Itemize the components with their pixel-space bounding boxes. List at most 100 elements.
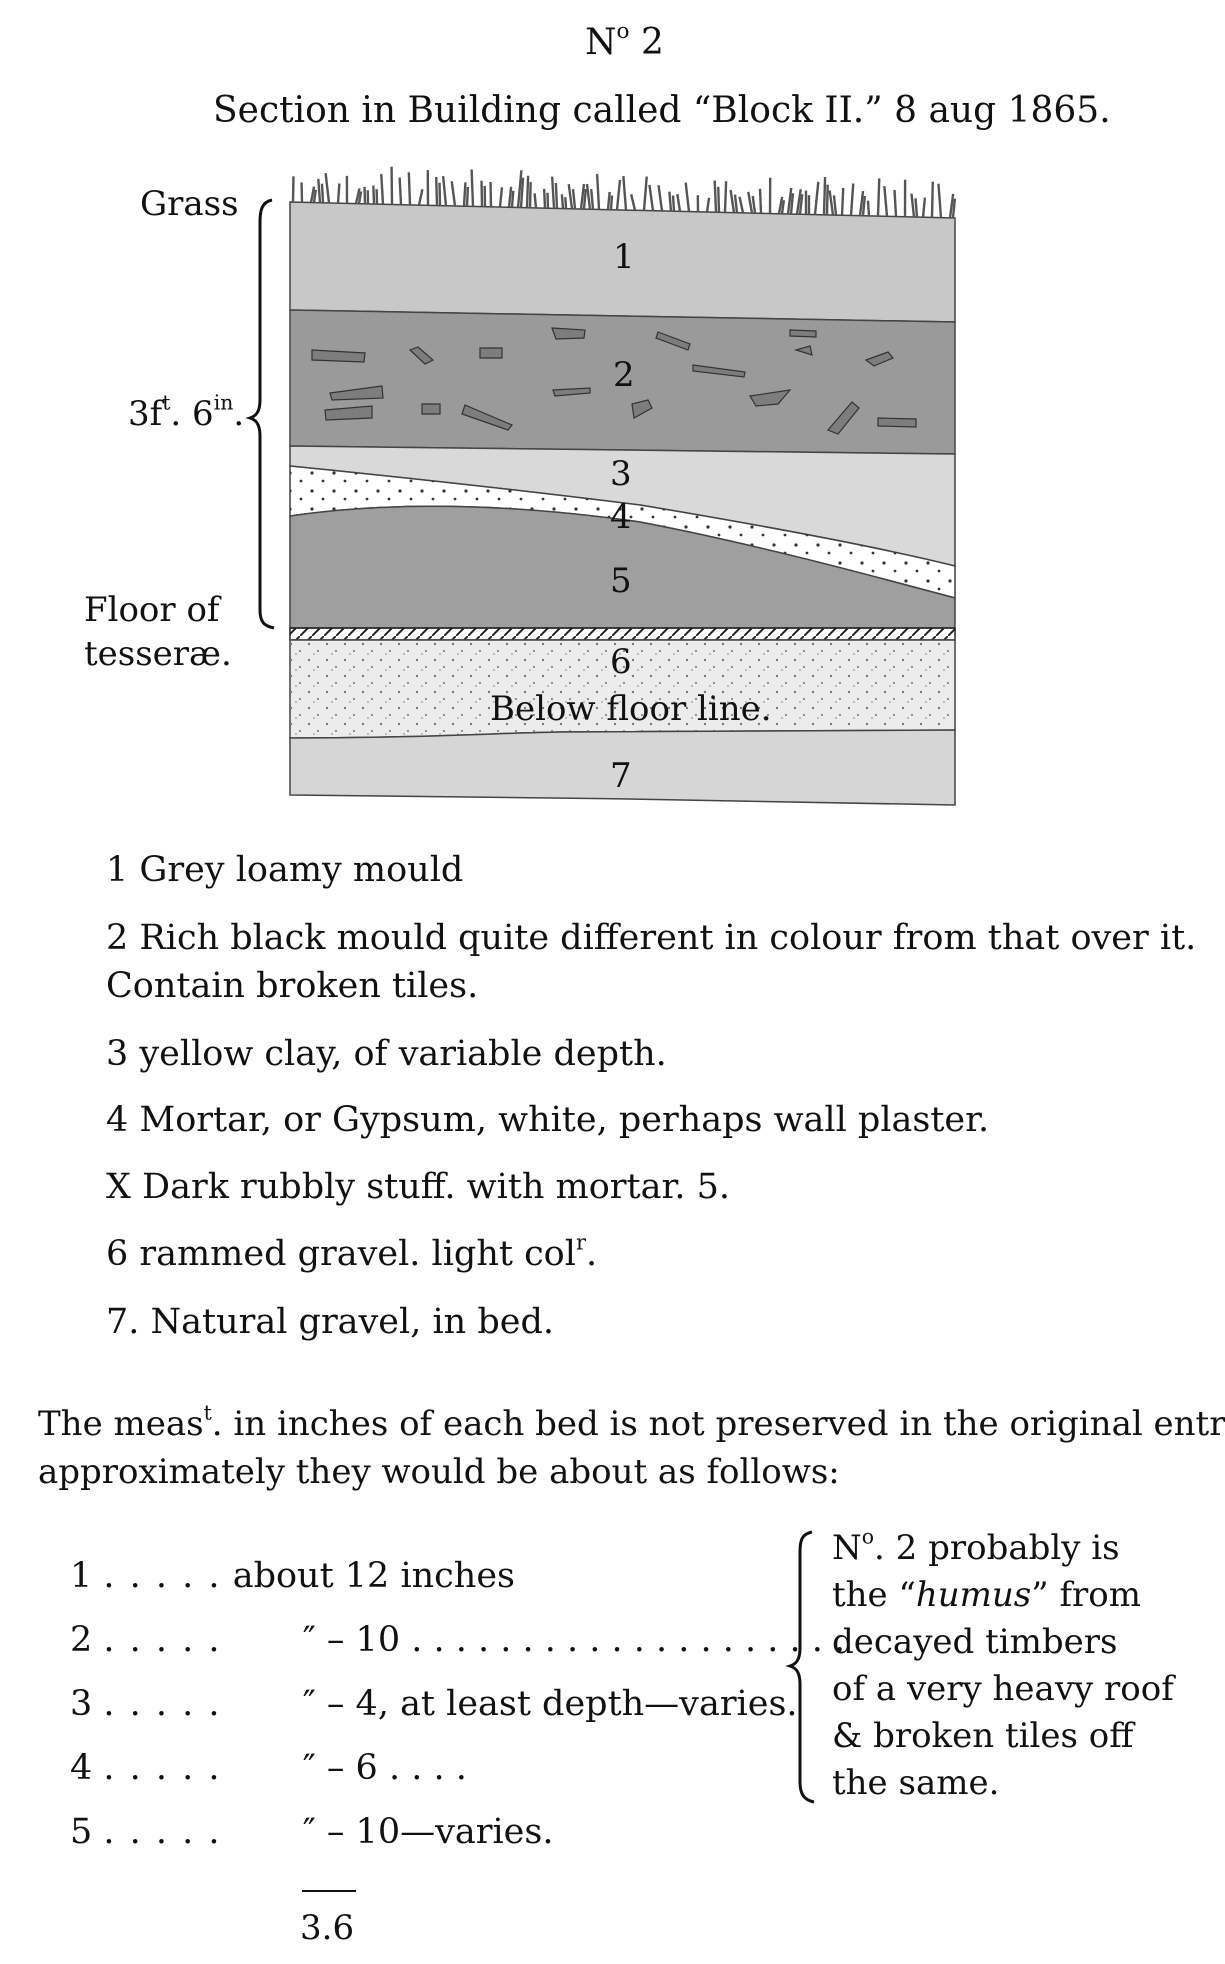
grass-blade [546, 192, 550, 209]
layer-4-dots [290, 466, 955, 598]
side-note-1b: 2 probably is [884, 1528, 1120, 1568]
grass-blade [622, 176, 628, 211]
grass-blade [642, 176, 648, 211]
grass-blade [676, 193, 682, 212]
grass-blade [441, 175, 448, 206]
depth-ft-sup: t [162, 390, 171, 415]
grass-blade [910, 193, 916, 218]
layer-number-7: 7 [610, 756, 632, 796]
grass-blade [733, 194, 739, 213]
depth-in-sup: in [213, 390, 234, 415]
page-title: Section in Building called “Block II.” 8… [213, 90, 1111, 131]
meas-text: – 6 . . . . [326, 1748, 467, 1788]
grass-blade [738, 196, 745, 214]
note-line-1b: in inches of each bed is not preserved i… [222, 1404, 1225, 1444]
tile [311, 349, 366, 363]
grass-blade [705, 197, 711, 213]
grass-blade [435, 177, 439, 206]
grass-blade [914, 198, 919, 218]
grass-blade [780, 200, 786, 214]
measurement-row-1: 1 . . . . . about 12 inches [70, 1556, 515, 1596]
side-note-line-5: & broken tiles off [832, 1716, 1134, 1756]
meas-num: 1 [70, 1556, 93, 1596]
meas-num: 2 [70, 1620, 93, 1660]
section-diagram: 1 2 3 4 5 6 7 [245, 166, 957, 806]
meas-num: 4 [70, 1748, 93, 1788]
layer-7-fill [289, 729, 956, 806]
side-note-1-sup: o [861, 1524, 875, 1549]
side-note-bracket [785, 1530, 815, 1804]
grass-blade [354, 188, 361, 204]
meas-ditto: ″ [302, 1684, 316, 1724]
grass-blade [528, 182, 532, 208]
below-floor-label: Below floor line. [490, 689, 772, 729]
measurement-row-5: 5 . . . . . ″ – 10—varies. [70, 1812, 553, 1852]
grass-label: Grass [140, 184, 239, 224]
grass-blade [758, 188, 763, 214]
tile [793, 345, 813, 356]
grass-blade [876, 178, 881, 217]
grass-blade [668, 191, 673, 212]
layer-6-dots [290, 640, 955, 738]
broken-tiles [311, 327, 917, 435]
grass-blade [786, 187, 793, 215]
depth-label: 3ft. 6in. [128, 390, 245, 434]
grass-blade [462, 182, 467, 207]
tile [877, 417, 917, 428]
legend-item-6-text: 6 rammed gravel. light col [106, 1234, 576, 1274]
tile [552, 387, 591, 397]
side-note-line-2: the “humus” from [832, 1575, 1141, 1615]
legend-item-2b: Contain broken tiles. [106, 966, 479, 1006]
meas-dots: . . . . . [103, 1684, 222, 1724]
grass-blade [450, 181, 457, 207]
note-line-1: The meast. in inches of each bed is not … [38, 1403, 1225, 1444]
depth-in: 6 [192, 394, 214, 434]
tile [864, 351, 894, 367]
meas-text: – 4, at least depth—varies. [326, 1684, 798, 1724]
grass-blade [567, 184, 574, 209]
grass-blade [840, 187, 845, 216]
meas-ditto: ″ [302, 1748, 316, 1788]
tile [789, 329, 817, 338]
grass-blade [336, 183, 341, 204]
grass-blade [921, 197, 927, 218]
meas-text: – 10—varies. [326, 1812, 554, 1852]
grass-blade [747, 191, 754, 214]
number-value: 2 [640, 22, 664, 63]
grass-blade [849, 183, 855, 216]
grass-blade [832, 195, 838, 216]
grass-blade [825, 184, 829, 215]
layer-number-5: 5 [610, 561, 632, 601]
grass-blade [516, 170, 523, 208]
grass-blade [606, 191, 611, 210]
grass-blade [937, 183, 943, 218]
grass-blade [564, 197, 568, 209]
meas-ditto: ″ [302, 1620, 316, 1660]
grass-blade [590, 188, 595, 210]
grass-blade [357, 191, 363, 204]
grass-blade [893, 189, 898, 217]
grass-blade [519, 177, 525, 208]
grass-blade [630, 194, 637, 211]
grass-blade [498, 187, 504, 208]
grass-blade [582, 188, 587, 210]
grass-blade [951, 198, 957, 218]
grass-blade [595, 173, 601, 210]
tile [421, 403, 441, 415]
grass-blade [615, 179, 622, 210]
grass-blade [585, 183, 592, 210]
grass-blade [309, 186, 316, 203]
measurement-row-2: 2 . . . . . ″ – 10 . . . . . . . . . . .… [70, 1620, 845, 1660]
grass-blade [684, 182, 691, 212]
tile [324, 405, 373, 421]
grass-blade [417, 188, 424, 206]
grass-blade [813, 181, 820, 215]
number-sup: o [616, 18, 630, 44]
meas-ditto: ″ [302, 1812, 316, 1852]
legend-item-7: 7. Natural gravel, in bed. [106, 1302, 554, 1342]
grass-blade [317, 178, 322, 203]
grass-blade [407, 172, 412, 205]
floor-tesserae-band [289, 627, 956, 641]
section-number: No 2 [585, 18, 664, 63]
meas-dots: . . . . . [103, 1556, 222, 1596]
